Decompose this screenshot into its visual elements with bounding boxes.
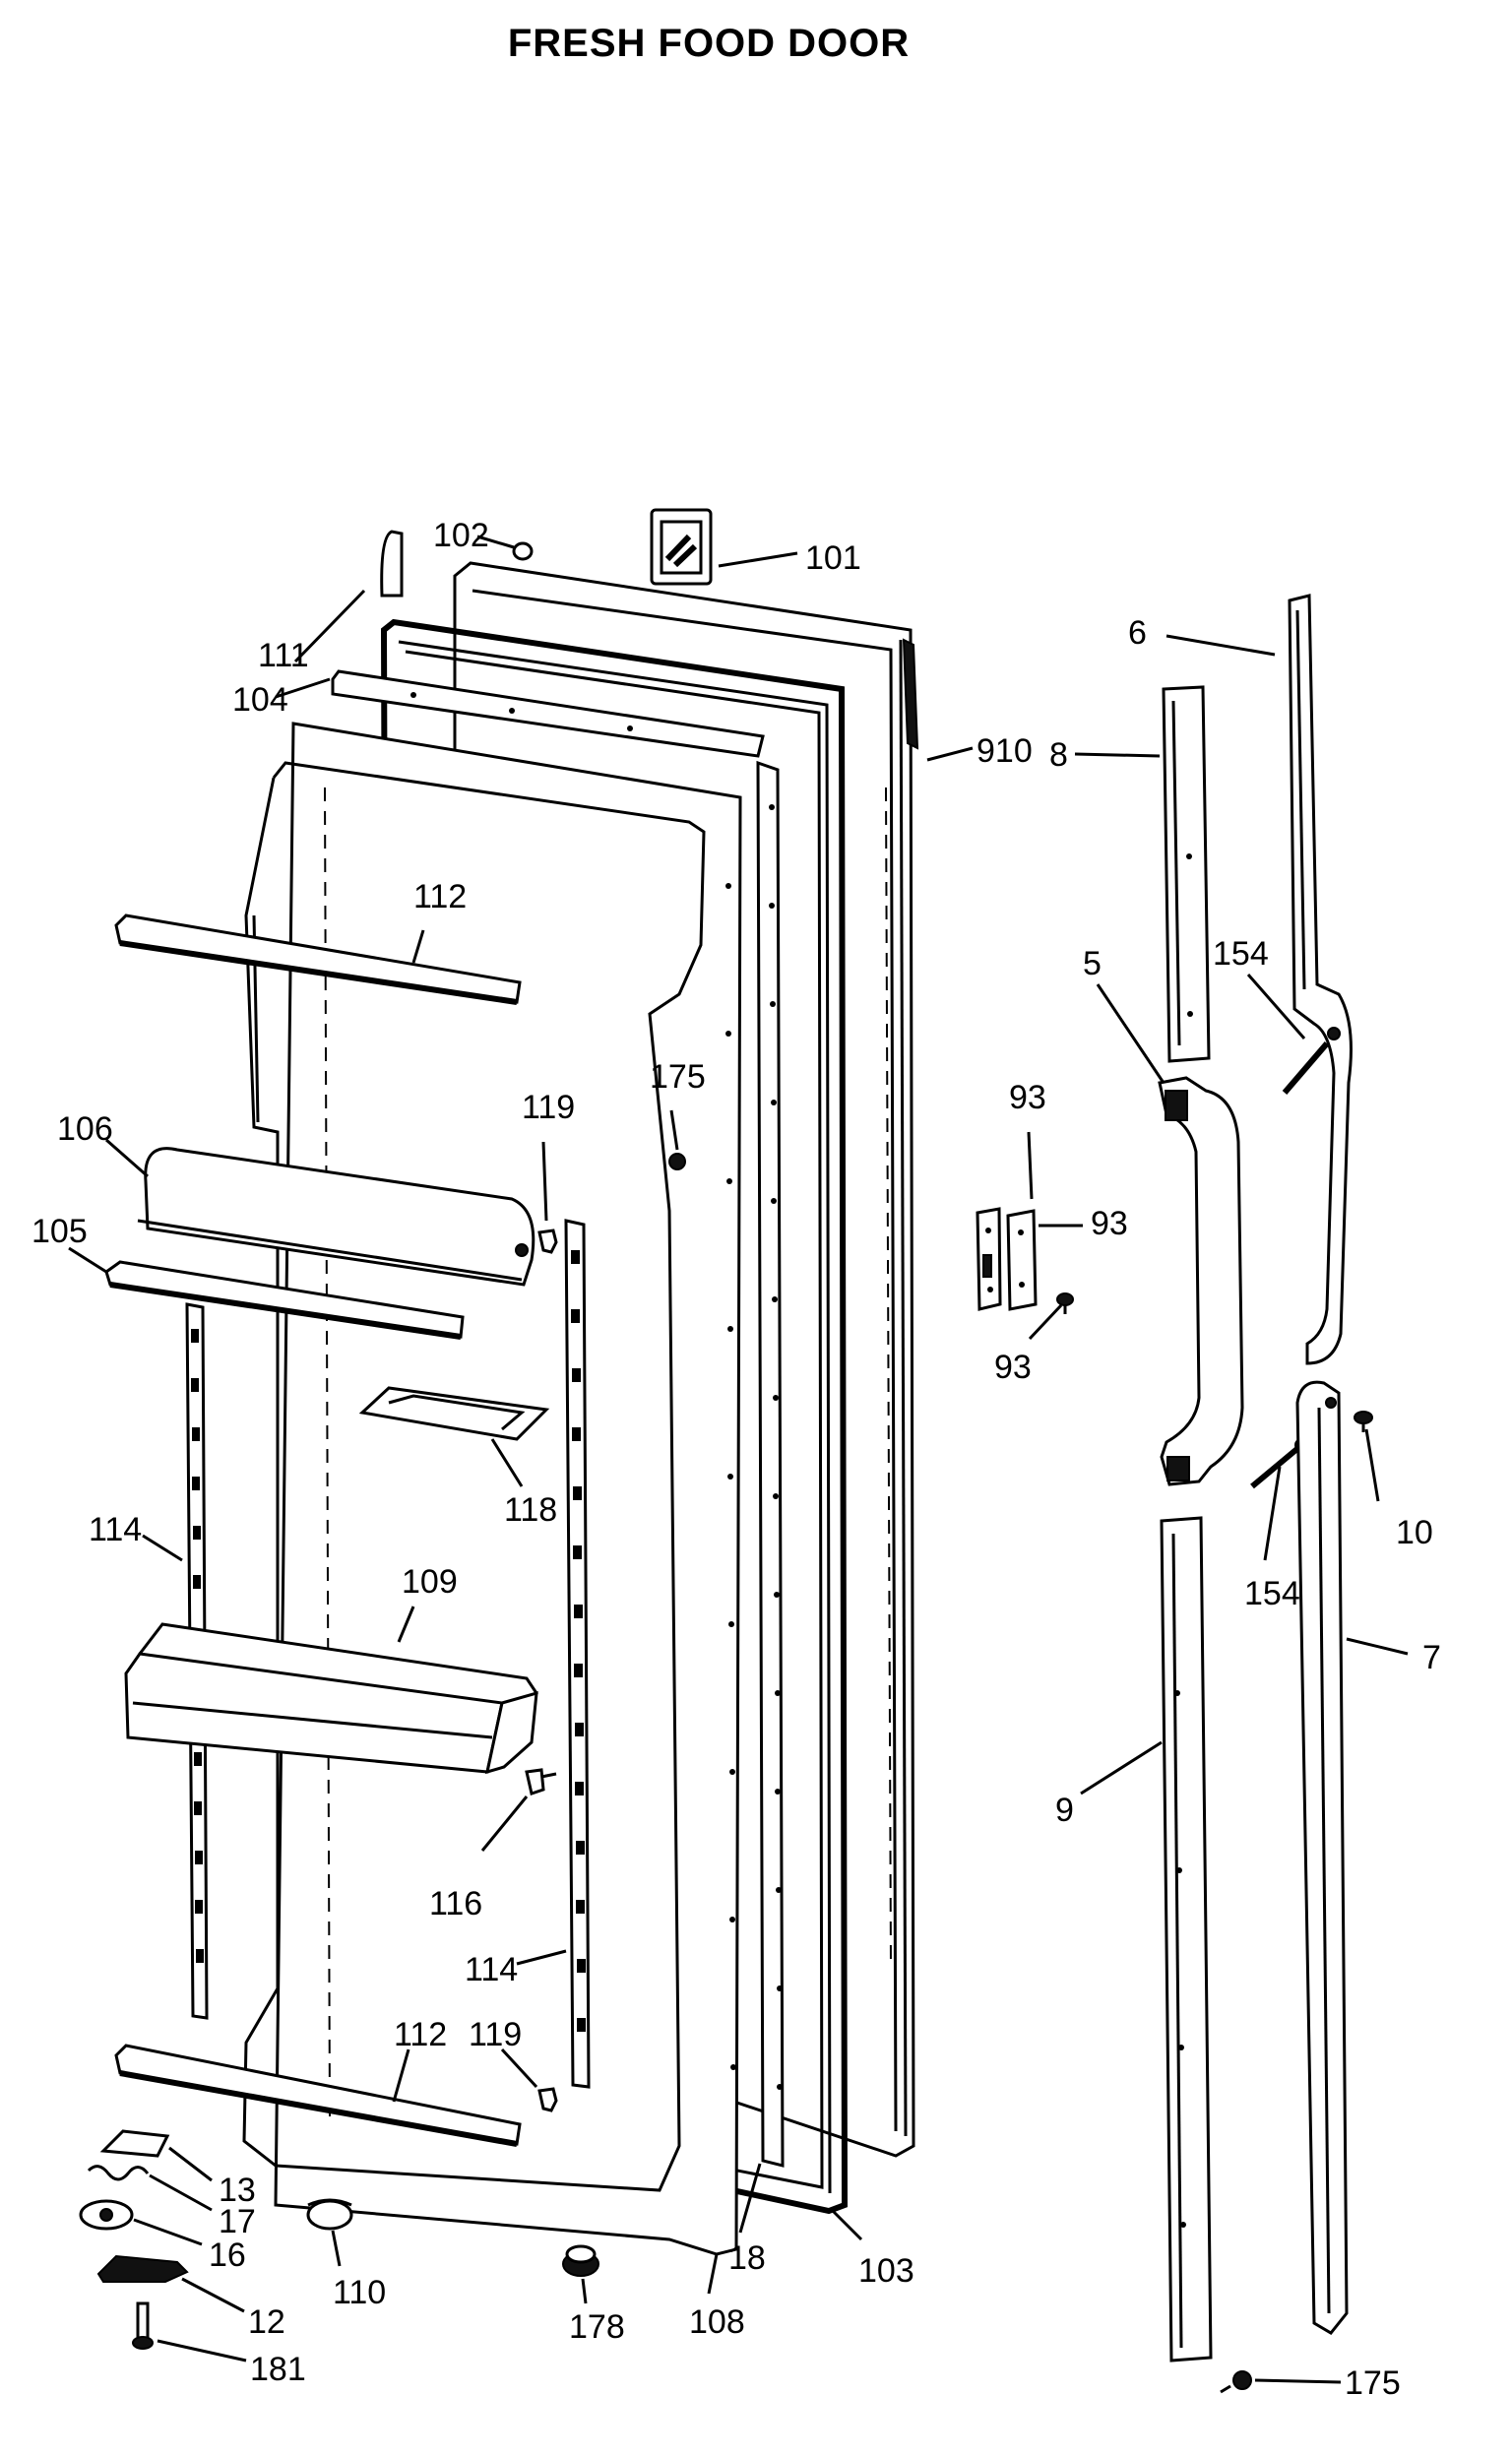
- callout-175-upper: 175: [650, 1058, 706, 1096]
- callout-8: 8: [1049, 736, 1068, 774]
- door-bin: [124, 1622, 538, 1775]
- handle-trim-9: [1160, 1516, 1213, 2362]
- callout-114-left: 114: [89, 1511, 142, 1548]
- callout-175-lower: 175: [1345, 2364, 1401, 2402]
- callout-5: 5: [1083, 945, 1102, 982]
- callout-9: 9: [1055, 1792, 1074, 1829]
- callout-18: 18: [728, 2239, 766, 2277]
- callout-6: 6: [1128, 614, 1147, 652]
- diagram-title: FRESH FOOD DOOR: [507, 22, 911, 65]
- shelf-bar-top: [114, 914, 522, 1005]
- callout-118: 118: [504, 1491, 557, 1529]
- callout-114-right: 114: [465, 1951, 518, 1988]
- screw-154-upper: [1282, 1041, 1330, 1095]
- top-strip: [331, 669, 765, 758]
- callout-112-bottom: 112: [394, 2016, 447, 2053]
- bumper-178: [562, 2244, 599, 2277]
- bracket-93-b: [1006, 1209, 1038, 1311]
- callout-154-upper: 154: [1213, 935, 1269, 973]
- cover-110: [306, 2198, 353, 2231]
- callout-102: 102: [433, 517, 489, 554]
- callout-108: 108: [689, 2303, 745, 2341]
- closer-12: [96, 2254, 189, 2283]
- callout-17: 17: [219, 2203, 256, 2240]
- callout-109: 109: [402, 1563, 458, 1601]
- dairy-compartment-door: [137, 1147, 536, 1287]
- hinge-pin-cap: [512, 541, 534, 561]
- callout-10: 10: [1396, 1514, 1433, 1551]
- callout-119-upper: 119: [522, 1089, 575, 1126]
- callout-181: 181: [250, 2351, 306, 2388]
- callout-104: 104: [232, 681, 288, 719]
- callout-106: 106: [57, 1110, 113, 1148]
- handle-trim-7: [1295, 1380, 1349, 2335]
- callout-105: 105: [32, 1213, 88, 1250]
- callout-910: 910: [976, 732, 1033, 770]
- screw-175-lower: [1220, 2370, 1252, 2394]
- dairy-shelf: [104, 1260, 465, 1340]
- side-strip: [756, 760, 785, 2168]
- shelf-clip-upper: [537, 1228, 558, 1254]
- shelf-rail-right: [564, 1219, 591, 2089]
- cam-16: [79, 2199, 134, 2231]
- shelf-clip-lower: [537, 2087, 558, 2112]
- screw-93: [1056, 1292, 1074, 1314]
- screw-181: [132, 2301, 154, 2350]
- callout-178: 178: [569, 2308, 625, 2346]
- plate-13: [99, 2129, 170, 2158]
- callout-16: 16: [209, 2236, 246, 2274]
- callout-93-top: 93: [1009, 1079, 1046, 1116]
- callout-116: 116: [429, 1885, 482, 1922]
- shelf-bar-bottom: [114, 2044, 522, 2147]
- bin-support-clip: [525, 1768, 557, 1796]
- hinge-bracket: [650, 508, 713, 586]
- callout-101: 101: [805, 539, 861, 577]
- leader-lines: [68, 535, 1409, 2384]
- callout-93-bottom: 93: [994, 1349, 1032, 1386]
- screw-175-upper: [668, 1153, 686, 1170]
- callout-7: 7: [1422, 1639, 1441, 1676]
- callout-13: 13: [219, 2172, 256, 2209]
- callout-110: 110: [333, 2274, 386, 2311]
- handle-trim-6: [1288, 594, 1353, 1365]
- callout-154-lower: 154: [1244, 1575, 1300, 1612]
- callout-12: 12: [248, 2303, 285, 2341]
- screw-10: [1354, 1411, 1373, 1432]
- top-hinge-cover: [380, 530, 404, 598]
- callout-93-right: 93: [1091, 1205, 1128, 1242]
- handle-5: [1158, 1076, 1244, 1486]
- callout-119-lower: 119: [469, 2016, 522, 2053]
- callout-labels: 101 102 111 104 910 6 8 112 5 154 93 93 …: [32, 517, 1441, 2402]
- callout-111: 111: [258, 637, 309, 674]
- small-tray: [358, 1386, 550, 1441]
- callout-103: 103: [858, 2252, 914, 2290]
- handle-trim-8: [1162, 685, 1211, 1063]
- callout-112-top: 112: [413, 878, 467, 915]
- spring-17: [87, 2165, 150, 2181]
- bracket-93-a: [976, 1207, 1002, 1311]
